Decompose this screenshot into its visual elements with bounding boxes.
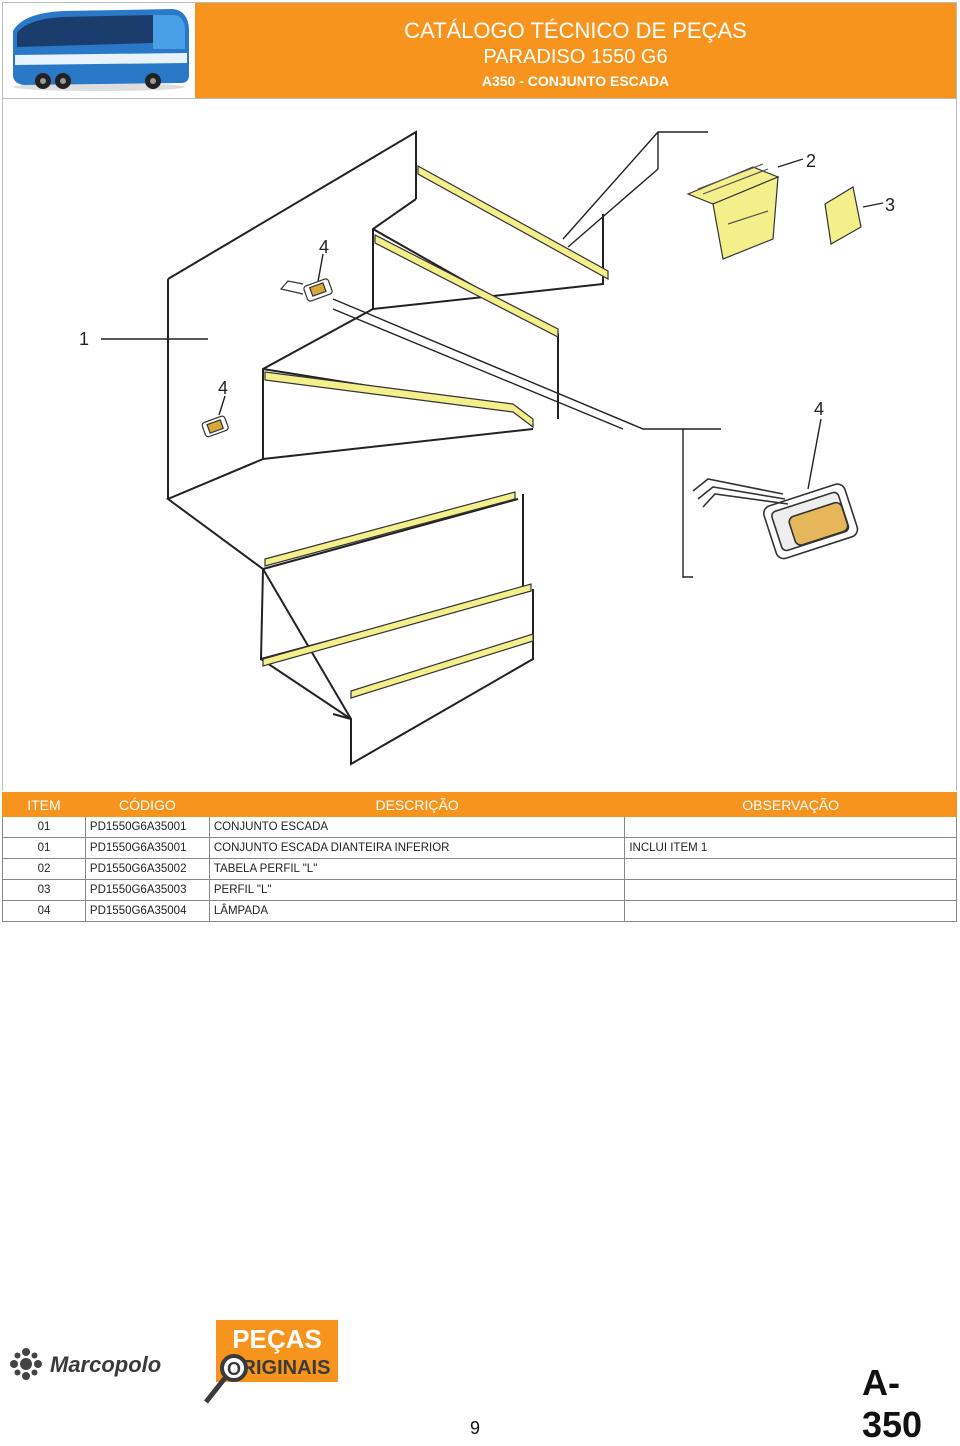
col-header-item: ITEM bbox=[2, 792, 86, 817]
cell-item: 04 bbox=[2, 900, 86, 922]
table-row: 03 PD1550G6A35003 PERFIL "L" bbox=[2, 879, 957, 901]
callout-4-upper: 4 bbox=[319, 237, 329, 257]
callout-4-detail: 4 bbox=[814, 399, 824, 419]
callout-1: 1 bbox=[79, 329, 89, 349]
part-3-drawing bbox=[824, 186, 862, 245]
part-2-drawing bbox=[686, 163, 780, 260]
pecas-originais-logo: PEÇAS RIGINAIS O bbox=[198, 1318, 343, 1413]
cell-description: CONJUNTO ESCADA DIANTEIRA INFERIOR bbox=[208, 837, 626, 859]
model-name: PARADISO 1550 G6 bbox=[483, 46, 668, 68]
cell-observation bbox=[624, 858, 957, 880]
cell-description: PERFIL "L" bbox=[208, 879, 626, 901]
cell-item: 03 bbox=[2, 879, 86, 901]
cell-item: 01 bbox=[2, 837, 86, 859]
callout-4-lower: 4 bbox=[218, 378, 228, 398]
table-header-row: ITEM CÓDIGO DESCRIÇÃO OBSERVAÇÃO bbox=[2, 792, 957, 817]
lamp-small-lower bbox=[201, 415, 229, 438]
cell-code: PD1550G6A35002 bbox=[84, 858, 210, 880]
profile-strip bbox=[417, 164, 609, 281]
table-row: 01 PD1550G6A35001 CONJUNTO ESCADA bbox=[2, 816, 957, 838]
magnifier-icon bbox=[220, 1354, 248, 1382]
table-row: 04 PD1550G6A35004 LÂMPADA bbox=[2, 900, 957, 922]
lamp-small-upper bbox=[279, 278, 333, 302]
col-header-description: DESCRIÇÃO bbox=[208, 792, 626, 817]
col-header-observation: OBSERVAÇÃO bbox=[624, 792, 957, 817]
exploded-view-frame: 1 2 3 4 4 4 bbox=[2, 99, 957, 791]
logo-bottom-text: RIGINAIS bbox=[242, 1357, 331, 1379]
stair-assembly-drawing: 1 2 3 4 4 4 bbox=[79, 130, 895, 766]
cell-description: LÂMPADA bbox=[208, 900, 626, 922]
marcopolo-emblem-icon bbox=[10, 1348, 42, 1380]
svg-text:O: O bbox=[227, 1359, 241, 1379]
cell-code: PD1550G6A35001 bbox=[84, 837, 210, 859]
marcopolo-logo: Marcopolo bbox=[8, 1340, 193, 1393]
cell-description: CONJUNTO ESCADA bbox=[208, 816, 626, 838]
callout-2: 2 bbox=[806, 151, 816, 171]
callout-3: 3 bbox=[885, 195, 895, 215]
section-title: A350 - CONJUNTO ESCADA bbox=[481, 73, 670, 89]
cell-code: PD1550G6A35003 bbox=[84, 879, 210, 901]
cell-code: PD1550G6A35004 bbox=[84, 900, 210, 922]
lamp-large-detail bbox=[692, 478, 859, 560]
page-number: 9 bbox=[470, 1418, 481, 1438]
col-header-code: CÓDIGO bbox=[84, 792, 210, 817]
cell-observation bbox=[624, 900, 957, 922]
logo-top-text: PEÇAS bbox=[232, 1324, 322, 1354]
bus-image bbox=[3, 3, 195, 98]
wall-top-edge bbox=[167, 130, 417, 280]
page-header: CATÁLOGO TÉCNICO DE PEÇAS PARADISO 1550 … bbox=[2, 2, 957, 99]
sheet-code: A-350 bbox=[862, 1362, 923, 1445]
brand-name: Marcopolo bbox=[50, 1352, 161, 1377]
cell-item: 02 bbox=[2, 858, 86, 880]
parts-table: ITEM CÓDIGO DESCRIÇÃO OBSERVAÇÃO 01 PD15… bbox=[2, 792, 957, 922]
cell-observation bbox=[624, 816, 957, 838]
cell-observation: INCLUI ITEM 1 bbox=[624, 837, 957, 859]
cell-description: TABELA PERFIL "L" bbox=[208, 858, 626, 880]
table-row: 01 PD1550G6A35001 CONJUNTO ESCADA DIANTE… bbox=[2, 837, 957, 859]
title-banner: CATÁLOGO TÉCNICO DE PEÇAS PARADISO 1550 … bbox=[195, 3, 956, 98]
cell-item: 01 bbox=[2, 816, 86, 838]
cell-observation bbox=[624, 879, 957, 901]
table-row: 02 PD1550G6A35002 TABELA PERFIL "L" bbox=[2, 858, 957, 880]
cell-code: PD1550G6A35001 bbox=[84, 816, 210, 838]
catalog-title: CATÁLOGO TÉCNICO DE PEÇAS bbox=[404, 18, 747, 43]
